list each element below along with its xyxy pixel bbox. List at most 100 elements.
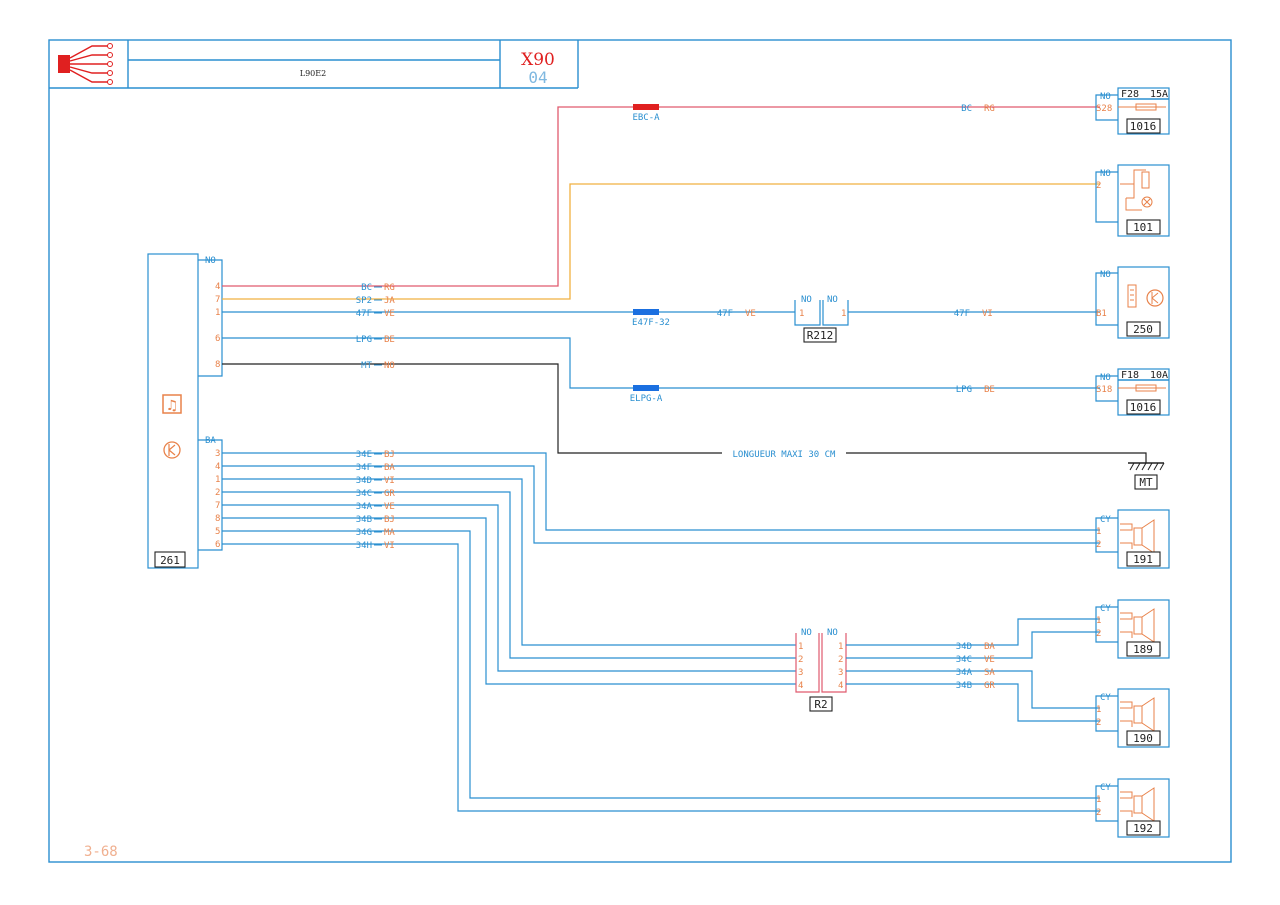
svg-text:BJ: BJ: [384, 450, 395, 460]
unit-id: 1016: [1130, 401, 1157, 414]
pin-label: 8: [215, 514, 220, 524]
unit-id: 1016: [1130, 120, 1157, 133]
svg-text:BC: BC: [361, 283, 372, 293]
ground-length-note: LONGUEUR MAXI 30 CM: [733, 450, 837, 460]
unit-192: CY 1 2 192: [1095, 778, 1170, 838]
pin-label: 2: [215, 488, 220, 498]
pin-label: 1: [1096, 795, 1101, 805]
unit-id: 192: [1133, 822, 1153, 835]
svg-text:34B: 34B: [356, 515, 372, 525]
connector-r212: NO NO 1 1 R212: [794, 295, 849, 343]
connector-label: CY: [1100, 693, 1111, 703]
pin-label: 1: [1096, 527, 1101, 537]
pin-label: 1: [798, 642, 803, 652]
music-note-icon: [162, 394, 182, 414]
battery-icon: [1127, 284, 1137, 308]
model-code: X90: [521, 50, 555, 70]
top-wires: EBC-A BC RG BC RG SP2 JA E47F-32 47F VE …: [222, 104, 1165, 490]
pin-label: 3: [215, 449, 220, 459]
svg-text:GR: GR: [384, 489, 395, 499]
connector-261-bottom: BA: [205, 436, 216, 446]
svg-text:RG: RG: [384, 283, 395, 293]
wire-label-r2-34a: 34A SA: [956, 668, 996, 678]
pin-label: 2: [838, 655, 843, 665]
fuse-id: F18: [1121, 370, 1139, 381]
unit-261-id: 261: [160, 554, 180, 567]
svg-text:34H: 34H: [356, 541, 372, 551]
svg-text:34G: 34G: [356, 528, 372, 538]
pin-label: 6: [215, 334, 220, 344]
svg-text:BE: BE: [984, 385, 995, 395]
svg-text:VI: VI: [384, 541, 395, 551]
connector-label: NO: [1100, 373, 1111, 383]
pin-label: 6: [215, 540, 220, 550]
connector-label: CY: [1100, 783, 1111, 793]
unit-id: 191: [1133, 553, 1153, 566]
svg-text:NO: NO: [384, 361, 395, 371]
svg-text:RG: RG: [984, 104, 995, 114]
connector-label: NO: [1100, 169, 1111, 179]
connector-logo-icon: [58, 43, 113, 85]
unit-id: 250: [1133, 323, 1153, 336]
pin-label: 1: [1096, 705, 1101, 715]
r212-right-label: NO: [827, 295, 838, 305]
label-dashes: [374, 286, 382, 546]
r2-id: R2: [814, 698, 827, 711]
svg-text:47F: 47F: [356, 309, 372, 319]
transistor-icon: [163, 441, 181, 459]
transistor-icon: [1146, 289, 1164, 307]
speaker-icon: [1120, 608, 1155, 643]
svg-text:47F: 47F: [954, 309, 970, 319]
unit-190: CY 1 2 190: [1095, 688, 1170, 748]
svg-text:LPG: LPG: [956, 385, 972, 395]
title-field: L90E2: [300, 69, 326, 78]
pin-label: 1: [838, 642, 843, 652]
wire-label-sp2-ja: SP2 JA: [356, 296, 396, 306]
unit-id: 189: [1133, 643, 1153, 656]
pin-label: 1: [1096, 616, 1101, 626]
r2-right-label: NO: [827, 628, 838, 638]
wire-label-bc-rg-top: BC RG: [361, 283, 395, 293]
svg-text:34D: 34D: [956, 642, 972, 652]
wire-label-47f-ve-mid: 47F VE: [717, 309, 756, 319]
r212-left-label: NO: [801, 295, 812, 305]
svg-text:34A: 34A: [956, 668, 973, 678]
svg-text:34C: 34C: [956, 655, 972, 665]
svg-text:♫: ♫: [166, 398, 179, 414]
pin-label: 3: [838, 668, 843, 678]
svg-text:VE: VE: [984, 655, 995, 665]
svg-text:34C: 34C: [356, 489, 372, 499]
svg-text:BA: BA: [984, 642, 995, 652]
svg-text:47F: 47F: [717, 309, 733, 319]
ground-id: MT: [1139, 476, 1153, 489]
pin-label: 3: [798, 668, 803, 678]
wire-label-mt-no: MT NO: [361, 361, 395, 371]
svg-text:BE: BE: [384, 335, 395, 345]
fuse-rating: 10A: [1150, 370, 1168, 381]
pin-label: 2: [1096, 540, 1101, 550]
pin-label: 1: [215, 475, 220, 485]
connector-label: CY: [1100, 604, 1111, 614]
unit-250: NO B1 250: [1095, 266, 1170, 339]
speaker-icon: [1120, 787, 1155, 822]
wire-label-bc-rg-right: BC RG: [961, 104, 995, 114]
svg-text:VE: VE: [384, 502, 395, 512]
wire-label-47f-vi: 47F VI: [954, 309, 993, 319]
pin-label: 4: [215, 282, 220, 292]
pin-label: 1: [215, 308, 220, 318]
unit-191: CY 1 2 191: [1095, 509, 1170, 569]
svg-text:SA: SA: [984, 668, 995, 678]
title-block: L90E2 X90 04: [49, 40, 579, 89]
wire-label-r2-34d: 34D BA: [956, 642, 996, 652]
splice-ebc-label: EBC-A: [632, 113, 660, 123]
svg-text:34A: 34A: [356, 502, 373, 512]
